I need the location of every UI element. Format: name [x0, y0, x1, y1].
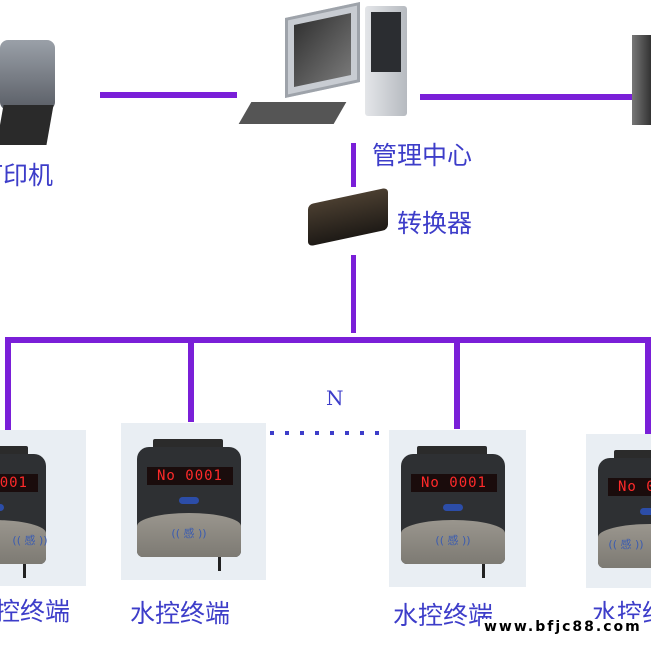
management-center-label: 管理中心: [372, 141, 473, 170]
terminal-photo-3: No 0001 (( 感 )): [389, 430, 526, 587]
rf-card-reader-icon: (( 感 )): [608, 538, 644, 551]
watermark: www.bfjc88.com: [482, 619, 644, 635]
logo-icon: [0, 504, 4, 511]
drop-line-4: [645, 337, 651, 435]
count-label: N: [326, 386, 344, 410]
rf-card-reader-icon: (( 感 )): [171, 527, 207, 540]
terminal-photo-1: No 0001 (( 感 )): [0, 430, 86, 586]
terminal-display: No 0001: [147, 467, 233, 485]
drop-line-1: [5, 337, 11, 432]
logo-icon: [640, 508, 651, 515]
drop-line-2: [188, 337, 194, 422]
converter-label: 转换器: [397, 209, 473, 238]
logo-icon: [179, 497, 199, 504]
ellipsis-dots: [270, 431, 382, 435]
server-link-line: [420, 94, 632, 100]
converter-bus-line: [351, 255, 356, 333]
water-control-terminal: No 0001 (( 感 )): [0, 446, 50, 578]
water-control-terminal: No 0001 (( 感 )): [594, 450, 651, 575]
terminal-display: No 0001: [0, 474, 38, 492]
printer-link-line: [100, 92, 237, 98]
server-image: [632, 35, 651, 125]
printer-image: [0, 20, 62, 145]
converter-image: [308, 187, 388, 247]
water-control-terminal: No 0001 (( 感 )): [397, 446, 509, 578]
terminal-display: No 0001: [411, 474, 497, 492]
printer-label: 打印机: [0, 161, 54, 190]
terminal-photo-2: No 0001 (( 感 )): [121, 423, 266, 580]
water-control-terminal: No 0001 (( 感 )): [133, 439, 245, 571]
drop-line-3: [454, 337, 460, 429]
logo-icon: [443, 504, 463, 511]
center-converter-line: [351, 143, 356, 187]
rf-card-reader-icon: (( 感 )): [435, 534, 471, 547]
bus-line: [5, 337, 651, 343]
terminal-photo-4: No 0001 (( 感 )): [586, 434, 651, 588]
rf-card-reader-icon: (( 感 )): [12, 534, 48, 547]
terminal-label-3: 水控终端: [393, 601, 494, 630]
terminal-display: No 0001: [608, 478, 651, 496]
computer-image: [238, 0, 420, 140]
terminal-label-1: 水控终端: [0, 597, 71, 626]
terminal-label-2: 水控终端: [130, 599, 231, 628]
